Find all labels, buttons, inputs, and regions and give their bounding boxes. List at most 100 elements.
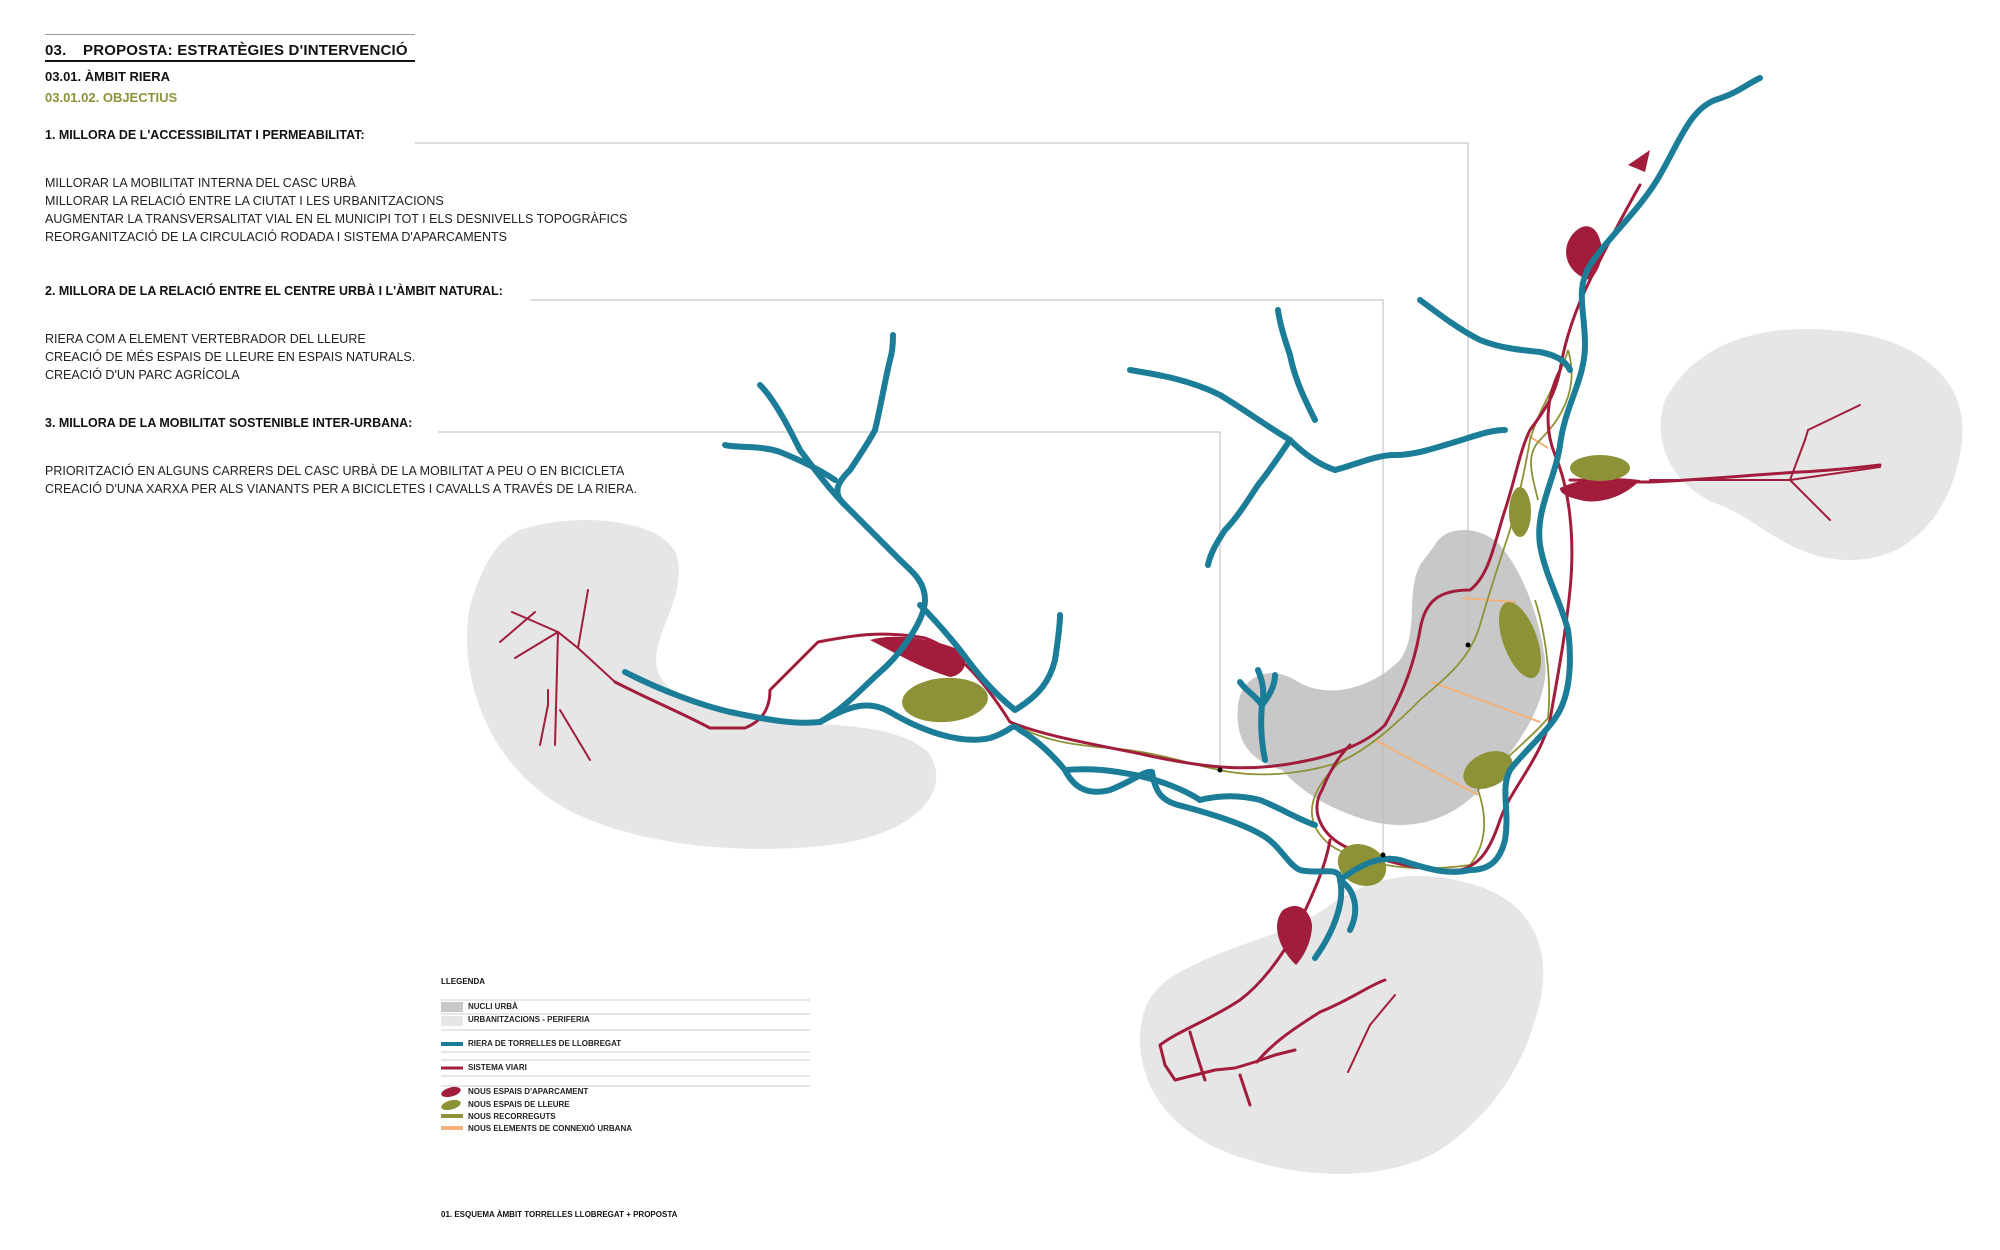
periphery-zone-east <box>1660 328 1963 560</box>
subtitle: 03.01. ÀMBIT RIERA <box>45 69 170 84</box>
river-trib-north-main <box>1127 367 1338 473</box>
legend-dividers <box>441 999 810 1087</box>
leader-line-2 <box>530 299 1384 855</box>
connection-3 <box>1431 681 1541 723</box>
periphery-road-west-b2 <box>514 631 559 659</box>
legend-symbols <box>441 1002 463 1130</box>
legend-label-river: RIERA DE TORRELLES DE LLOBREGAT <box>468 1039 622 1048</box>
objective-2-item: CREACIÓ D'UN PARC AGRÍCOLA <box>45 368 240 382</box>
new-paths <box>1009 349 1573 870</box>
periphery-road-west-b5 <box>559 709 591 761</box>
objective-2-item: CREACIÓ DE MÉS ESPAIS DE LLEURE EN ESPAI… <box>45 350 416 364</box>
legend-swatch-parking <box>441 1086 461 1098</box>
objective-3-title: 3. MILLORA DE LA MOBILITAT SOSTENIBLE IN… <box>45 416 413 430</box>
periphery-road-east-b2 <box>1807 404 1861 431</box>
objective-1-list: MILLORAR LA MOBILITAT INTERNA DEL CASC U… <box>45 174 627 246</box>
marker-2 <box>1217 767 1223 773</box>
objective-1-item: MILLORAR LA RELACIÓ ENTRE LA CIUTAT I LE… <box>45 194 444 208</box>
parking-spaces <box>870 150 1650 965</box>
parking-1 <box>870 636 966 677</box>
legend-label-parking: NOUS ESPAIS D'APARCAMENT <box>468 1087 589 1096</box>
river-trib-west-a <box>757 382 848 508</box>
periphery-roads <box>499 404 1881 1073</box>
legend-title: LLEGENDA <box>441 977 485 986</box>
parking-3 <box>1560 478 1640 502</box>
figure-caption: 01. ESQUEMA ÀMBIT TORRELLES LLOBREGAT + … <box>441 1210 678 1219</box>
leader-line-3 <box>438 431 1221 770</box>
periphery-zone-south <box>1140 875 1544 1174</box>
legend-label-connections: NOUS ELEMENTS DE CONNEXIÓ URBANA <box>468 1124 633 1133</box>
periphery-road-west-b6 <box>499 611 536 643</box>
river-trib-north-c <box>1332 427 1508 473</box>
objective-2-list: RIERA COM A ELEMENT VERTEBRADOR DEL LLEU… <box>45 330 415 384</box>
objective-3-list: PRIORITZACIÓ EN ALGUNS CARRERS DEL CASC … <box>45 462 637 498</box>
parking-4 <box>1277 905 1312 965</box>
river-trib-west-main <box>817 427 928 725</box>
objective-1-item: REORGANITZACIÓ DE LA CIRCULACIÓ RODADA I… <box>45 230 507 244</box>
marker-1 <box>1465 642 1471 648</box>
leisure-spaces <box>902 455 1630 886</box>
river-south-branch <box>1337 877 1359 933</box>
north-arrowhead <box>1628 150 1650 172</box>
objective-3-item: CREACIÓ D'UNA XARXA PER ALS VIANANTS PER… <box>45 482 637 496</box>
road-south-branch <box>1255 978 1387 1064</box>
river-trib-north-b <box>1275 307 1318 423</box>
leisure-5 <box>1463 751 1513 789</box>
periphery-road-west-b3 <box>554 631 559 746</box>
legend-swatch-connections <box>441 1126 463 1130</box>
objective-2-title: 2. MILLORA DE LA RELACIÓ ENTRE EL CENTRE… <box>45 284 503 298</box>
objective-3-item: PRIORITZACIÓ EN ALGUNS CARRERS DEL CASC … <box>45 464 625 478</box>
leisure-4 <box>1498 601 1542 679</box>
connection-4 <box>1374 739 1479 796</box>
leader-lines <box>415 142 1469 855</box>
river-trib-north <box>1197 793 1318 828</box>
objective-1-item: AUGMENTAR LA TRANSVERSALITAT VIAL EN EL … <box>45 212 628 226</box>
marker-3 <box>1380 852 1386 858</box>
leisure-3 <box>1509 487 1531 537</box>
parking-2 <box>1566 226 1602 280</box>
legend-label-paths: NOUS RECORREGUTS <box>468 1112 556 1121</box>
periphery-road-west-b4 <box>539 689 549 746</box>
legend-swatch-leisure <box>441 1099 461 1111</box>
periphery-road-east-b1 <box>1789 429 1809 481</box>
leader-line-1 <box>415 142 1469 645</box>
river-east <box>1337 75 1763 883</box>
objective-1-item: MILLORAR LA MOBILITAT INTERNA DEL CASC U… <box>45 176 356 190</box>
section-number: 03. <box>45 42 67 59</box>
leisure-2 <box>1570 455 1630 481</box>
river-trib-urban-b <box>1259 672 1278 708</box>
periphery-zone-west <box>466 520 937 849</box>
section-title-text: PROPOSTA: ESTRATÈGIES D'INTERVENCIÓ <box>83 42 408 59</box>
river-trib-west-c <box>872 332 896 433</box>
legend-label-road: SISTEMA VIARI <box>468 1063 527 1072</box>
markers <box>1217 642 1471 858</box>
path-loop <box>1311 599 1551 870</box>
objective-1-title: 1. MILLORA DE L'ACCESSIBILITAT I PERMEAB… <box>45 128 365 142</box>
objective-2-item: RIERA COM A ELEMENT VERTEBRADOR DEL LLEU… <box>45 332 366 346</box>
connection-2 <box>1461 597 1516 603</box>
river-trib-northeast <box>1417 297 1573 373</box>
river-trib-west-b <box>722 442 838 483</box>
path-main <box>1009 349 1569 776</box>
periphery-road-east-b3 <box>1789 479 1831 521</box>
periphery-road-south-b1 <box>1347 994 1396 1073</box>
urban-core <box>1237 530 1546 825</box>
river-system <box>622 75 1763 961</box>
legend-swatch-periphery <box>441 1016 463 1026</box>
subsubtitle: 03.01.02. OBJECTIUS <box>45 90 178 105</box>
periphery-road-west-b1 <box>577 589 589 649</box>
periphery-zones <box>466 328 1963 1174</box>
section-title: 03. PROPOSTA: ESTRATÈGIES D'INTERVENCIÓ <box>45 42 408 59</box>
river-trib-west-d <box>917 602 1063 713</box>
header-rule-top <box>45 34 415 35</box>
road-south-spur <box>1238 1073 1252 1107</box>
road-south <box>1158 838 1332 1082</box>
river-trib-north-a <box>1205 437 1293 568</box>
path-north <box>1530 349 1573 501</box>
road-south-west <box>1188 1030 1207 1082</box>
legend-label-leisure: NOUS ESPAIS DE LLEURE <box>468 1100 570 1109</box>
header-rule-bottom <box>45 60 415 62</box>
legend-label-periphery: URBANITZACIONS - PERIFERIA <box>468 1015 590 1024</box>
legend-swatch-urban-core <box>441 1002 463 1012</box>
